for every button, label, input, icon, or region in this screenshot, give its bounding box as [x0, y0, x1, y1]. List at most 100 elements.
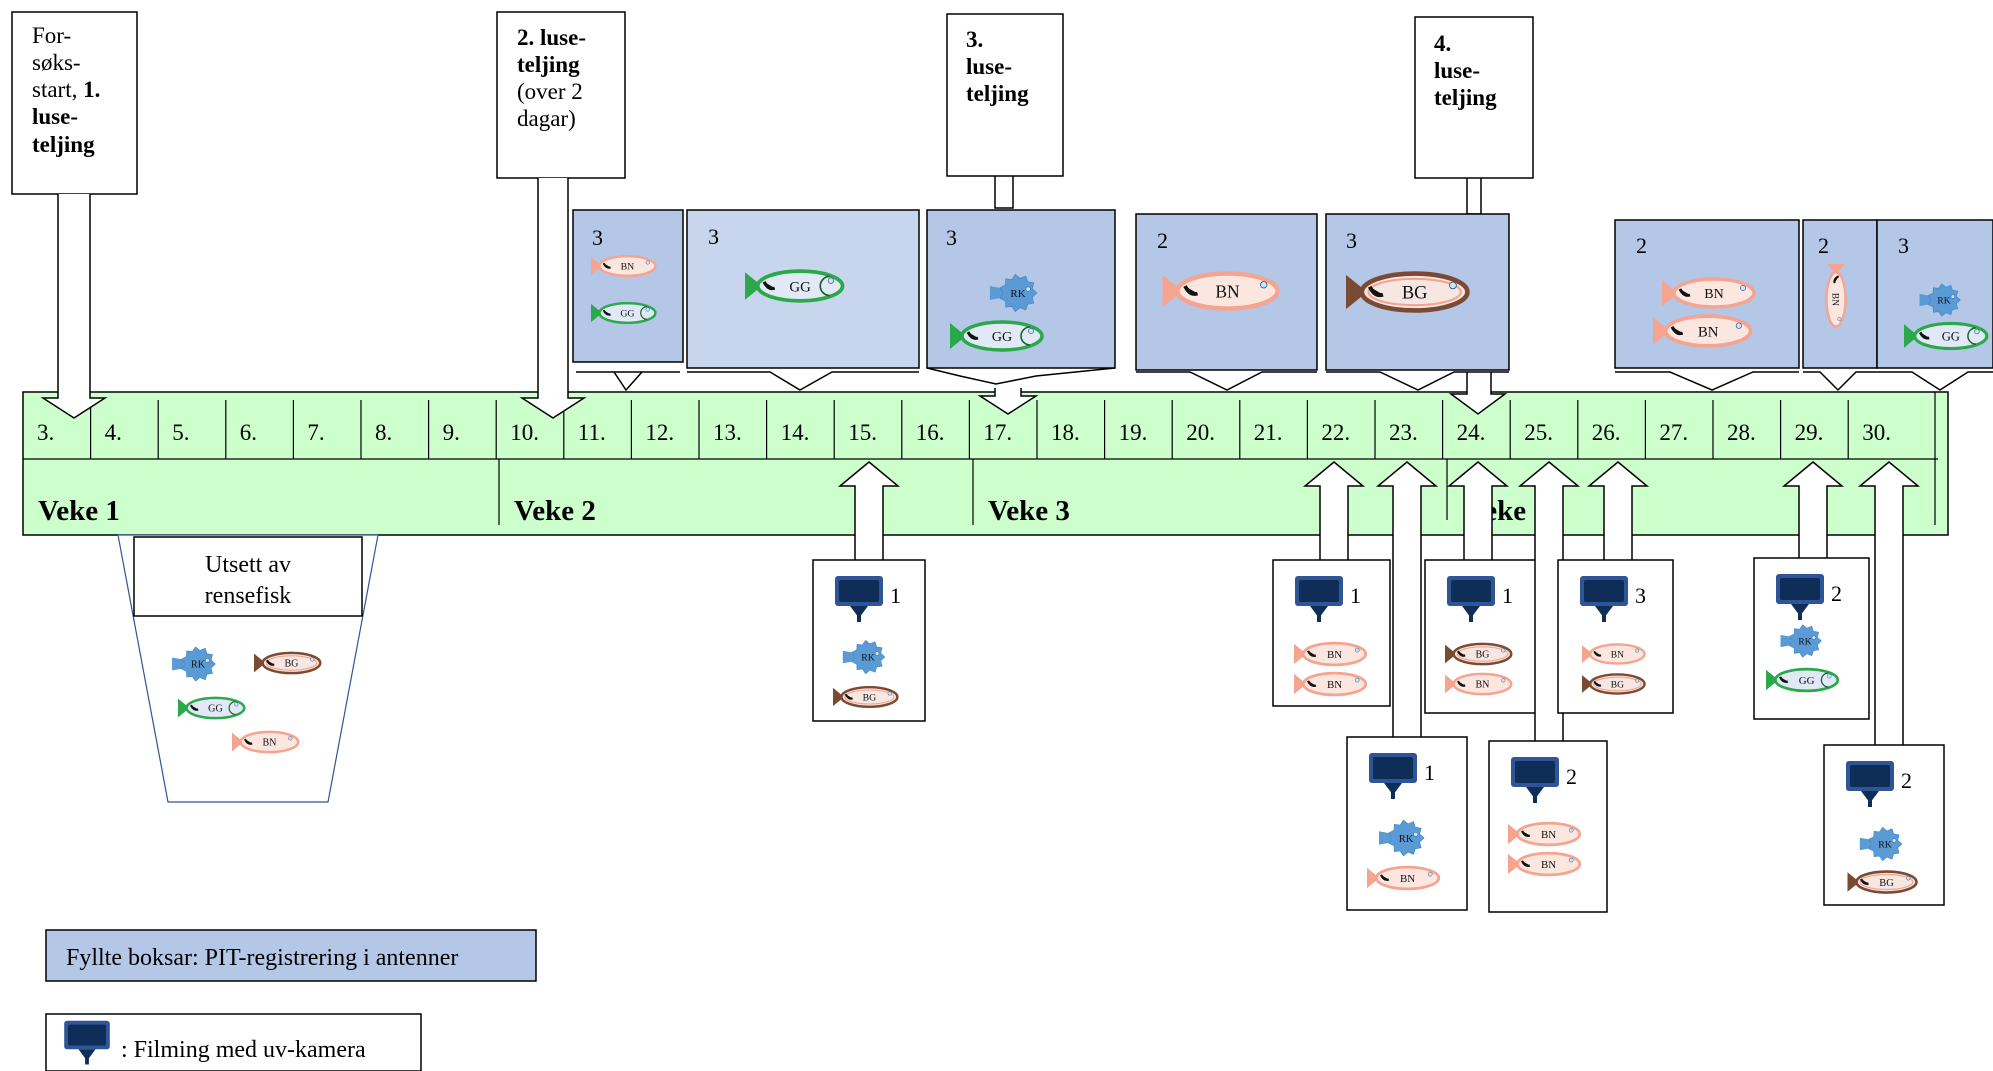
day-label: 25.: [1524, 420, 1553, 445]
callout-louse-count-4: [1414, 16, 1534, 415]
day-label: 21.: [1254, 420, 1283, 445]
svg-text:BN: BN: [1698, 324, 1719, 340]
svg-text:3: 3: [708, 224, 719, 249]
lumpfish-icon: RK: [989, 273, 1038, 313]
week-3-label: Veke 3: [988, 495, 1070, 527]
svg-text:BN: BN: [1541, 859, 1556, 871]
day-label: 4.: [105, 420, 122, 445]
camera-count: 2: [1901, 768, 1912, 793]
day-label: 30.: [1862, 420, 1891, 445]
day-label: 6.: [240, 420, 257, 445]
ballan-wrasse-brown-icon: BG: [1445, 642, 1513, 666]
camera-count: 1: [1424, 760, 1435, 785]
ballan-wrasse-pink-icon: BN: [1653, 314, 1753, 348]
ballan-wrasse-pink-icon: BN: [1294, 671, 1368, 697]
svg-text:GG: GG: [208, 704, 223, 715]
corkwing-wrasse-icon: GG: [1904, 321, 1989, 351]
svg-text:RK: RK: [1798, 637, 1811, 647]
day-label: 5.: [172, 420, 189, 445]
svg-text:3: 3: [1346, 228, 1357, 253]
ballan-wrasse-pink-icon: BN: [232, 730, 300, 754]
svg-text:BN: BN: [1327, 649, 1342, 661]
svg-text:BN: BN: [1541, 829, 1556, 841]
ballan-wrasse-pink-icon: BN: [1445, 672, 1513, 696]
lumpfish-icon: RK: [1919, 283, 1961, 317]
svg-text:BG: BG: [284, 659, 298, 670]
uv-camera-icon: [1369, 753, 1417, 799]
ballan-wrasse-brown-icon: BG: [1582, 673, 1646, 695]
week-2-label: Veke 2: [514, 495, 596, 527]
svg-text:GG: GG: [789, 279, 811, 295]
ballan-wrasse-pink-icon: BN: [1508, 821, 1582, 847]
uv-camera-box: 3: [1557, 461, 1674, 714]
svg-text:BN: BN: [621, 262, 635, 273]
ballan-wrasse-brown-icon: BG: [833, 685, 899, 709]
lumpfish-icon: RK: [1859, 826, 1903, 862]
svg-text:3: 3: [1898, 233, 1909, 258]
ballan-wrasse-pink-icon: BN: [1367, 865, 1441, 891]
day-label: 14.: [781, 420, 810, 445]
release-title-line-2: rensefisk: [205, 583, 292, 609]
callout-text-4: 4. luse- teljing: [1434, 31, 1497, 111]
release-funnel: [117, 534, 379, 803]
day-label: 10.: [510, 420, 539, 445]
lumpfish-icon: RK: [1780, 624, 1822, 658]
ballan-wrasse-pink-icon: BN: [1662, 277, 1756, 309]
callout-louse-count-3: [946, 13, 1064, 415]
lumpfish-icon: RK: [172, 646, 216, 682]
day-label: 19.: [1119, 420, 1148, 445]
legend-pit-text: Fyllte boksar: PIT-registrering i antenn…: [66, 945, 458, 971]
svg-text:BG: BG: [1879, 878, 1894, 889]
camera-count: 2: [1831, 581, 1842, 606]
callout-text-2: 2. luse- teljing (over 2 dagar): [517, 25, 586, 132]
svg-text:2: 2: [1818, 233, 1829, 258]
camera-count: 1: [1502, 583, 1513, 608]
day-dividers: [89, 400, 1849, 459]
uv-camera-icon: [1295, 576, 1343, 622]
svg-text:RK: RK: [861, 653, 875, 664]
svg-text:RK: RK: [1010, 288, 1025, 300]
day-label: 8.: [375, 420, 392, 445]
uv-camera-box: 2: [1488, 461, 1608, 913]
svg-text:RK: RK: [1399, 834, 1414, 845]
ballan-wrasse-pink-icon: BN: [591, 254, 657, 278]
camera-count: 1: [890, 583, 901, 608]
uv-camera-box: 1: [1424, 461, 1538, 714]
callout-louse-count-2: [496, 11, 626, 419]
ballan-wrasse-brown-icon: BG: [1346, 271, 1470, 313]
uv-camera-icon: [1447, 576, 1495, 622]
lumpfish-icon: RK: [842, 639, 886, 675]
day-label: 9.: [443, 420, 460, 445]
svg-text:GG: GG: [1942, 330, 1960, 344]
day-label: 22.: [1321, 420, 1350, 445]
day-label: 16.: [916, 420, 945, 445]
svg-text:RK: RK: [1937, 296, 1950, 306]
svg-text:BN: BN: [1830, 293, 1840, 306]
day-label: 27.: [1659, 420, 1688, 445]
pit-box: 2: [1802, 219, 1878, 392]
ballan-wrasse-pink-icon: BN: [1294, 641, 1368, 667]
svg-text:2: 2: [1157, 228, 1168, 253]
svg-text:BN: BN: [1327, 679, 1342, 691]
day-label: 12.: [645, 420, 674, 445]
svg-text:RK: RK: [1878, 840, 1892, 851]
svg-text:BN: BN: [1704, 287, 1723, 302]
svg-text:2: 2: [1636, 233, 1647, 258]
pit-box: 3: [572, 209, 684, 392]
uv-camera-icon: [1511, 757, 1559, 803]
svg-text:GG: GG: [620, 309, 634, 320]
svg-text:BG: BG: [1475, 650, 1489, 661]
day-label: 17.: [983, 420, 1012, 445]
day-label: 3.: [37, 420, 54, 445]
corkwing-wrasse-icon: GG: [745, 269, 845, 303]
day-label: 26.: [1592, 420, 1621, 445]
uv-camera-icon: [1846, 761, 1894, 807]
ballan-wrasse-pink-icon: BN: [1508, 851, 1582, 877]
svg-text:BG: BG: [1611, 680, 1624, 690]
ballan-wrasse-pink-icon: BN: [1582, 643, 1646, 665]
day-label: 29.: [1795, 420, 1824, 445]
day-label: 15.: [848, 420, 877, 445]
release-title-line-1: Utsett av: [205, 552, 291, 578]
day-label: 7.: [307, 420, 324, 445]
ballan-wrasse-brown-icon: BG: [254, 651, 322, 675]
